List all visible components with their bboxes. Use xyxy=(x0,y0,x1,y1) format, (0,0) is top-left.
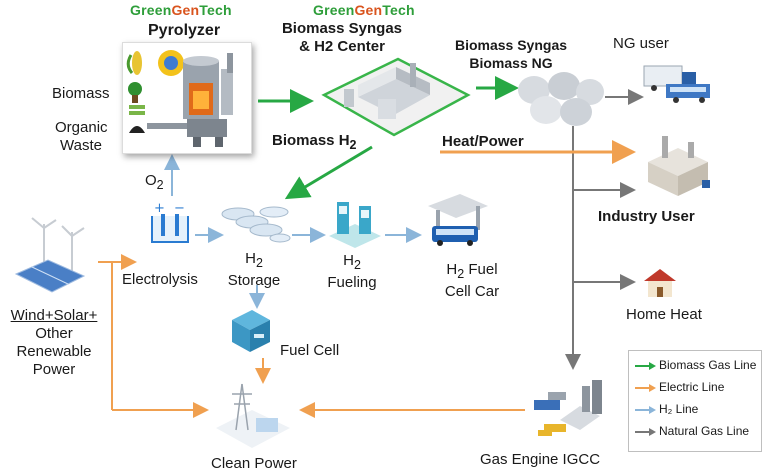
pyrolyzer-panel xyxy=(122,42,252,154)
pyrolyzer-icon xyxy=(126,50,233,147)
syngas-center-icon xyxy=(321,57,471,137)
legend-item-h2: H₂ Line xyxy=(629,399,761,421)
h2-fueling-label: H2 Fueling xyxy=(327,252,377,291)
heat-power-label: Heat/Power xyxy=(442,133,524,150)
industry-user-label: Industry User xyxy=(598,208,695,225)
h2-storage-label: H2 Storage xyxy=(227,250,281,289)
o2-label: O2 xyxy=(145,172,164,192)
house-icon xyxy=(644,269,676,297)
legend-item-biomass-gas: Biomass Gas Line xyxy=(629,355,761,377)
ng-user-label: NG user xyxy=(613,35,669,52)
brand-logo-left: GreenGenTech xyxy=(130,2,232,18)
fuel-cell-label: Fuel Cell xyxy=(280,342,340,359)
h2-storage-icon xyxy=(221,206,291,243)
organic-waste-label: Organic Waste xyxy=(55,119,108,154)
h2-fuel-cell-car-label: H2 Fuel Cell Car xyxy=(444,261,500,300)
gas-tanks-icon xyxy=(518,72,604,126)
syngas-center-title: Biomass Syngas & H2 Center xyxy=(281,20,403,55)
legend: Biomass Gas Line Electric Line H₂ Line N… xyxy=(628,350,762,452)
legend-item-electric: Electric Line xyxy=(629,377,761,399)
electrolysis-label: Electrolysis xyxy=(122,271,198,288)
h2-fueling-icon xyxy=(329,202,381,248)
fuel-cell-icon xyxy=(232,310,270,352)
electrolysis-icon: + − xyxy=(151,201,189,243)
renewable-icon xyxy=(14,217,86,293)
svg-text:+: + xyxy=(154,201,165,216)
legend-item-natural-gas: Natural Gas Line xyxy=(629,421,761,443)
factory-icon xyxy=(648,136,710,196)
home-heat-label: Home Heat xyxy=(626,306,702,323)
svg-text:−: − xyxy=(174,201,185,216)
biomass-h2-label: Biomass H2 xyxy=(272,132,357,152)
brand-logo-right: GreenGenTech xyxy=(313,2,415,18)
gas-engine-icon xyxy=(534,380,602,436)
center-to-storage-line xyxy=(284,145,373,200)
transmission-tower-icon xyxy=(216,383,290,448)
clean-power-label: Clean Power xyxy=(211,455,297,472)
pyrolyzer-title: Pyrolyzer xyxy=(148,22,221,39)
truck-bus-icon xyxy=(643,65,710,103)
gas-engine-label: Gas Engine IGCC xyxy=(480,451,601,468)
biomass-label: Biomass xyxy=(52,85,110,102)
biomass-products-title: Biomass Syngas Biomass NG xyxy=(454,37,568,71)
fuel-cell-car-station-icon xyxy=(428,194,488,246)
renewable-label: Wind+Solar+ Other Renewable Power xyxy=(10,307,98,378)
